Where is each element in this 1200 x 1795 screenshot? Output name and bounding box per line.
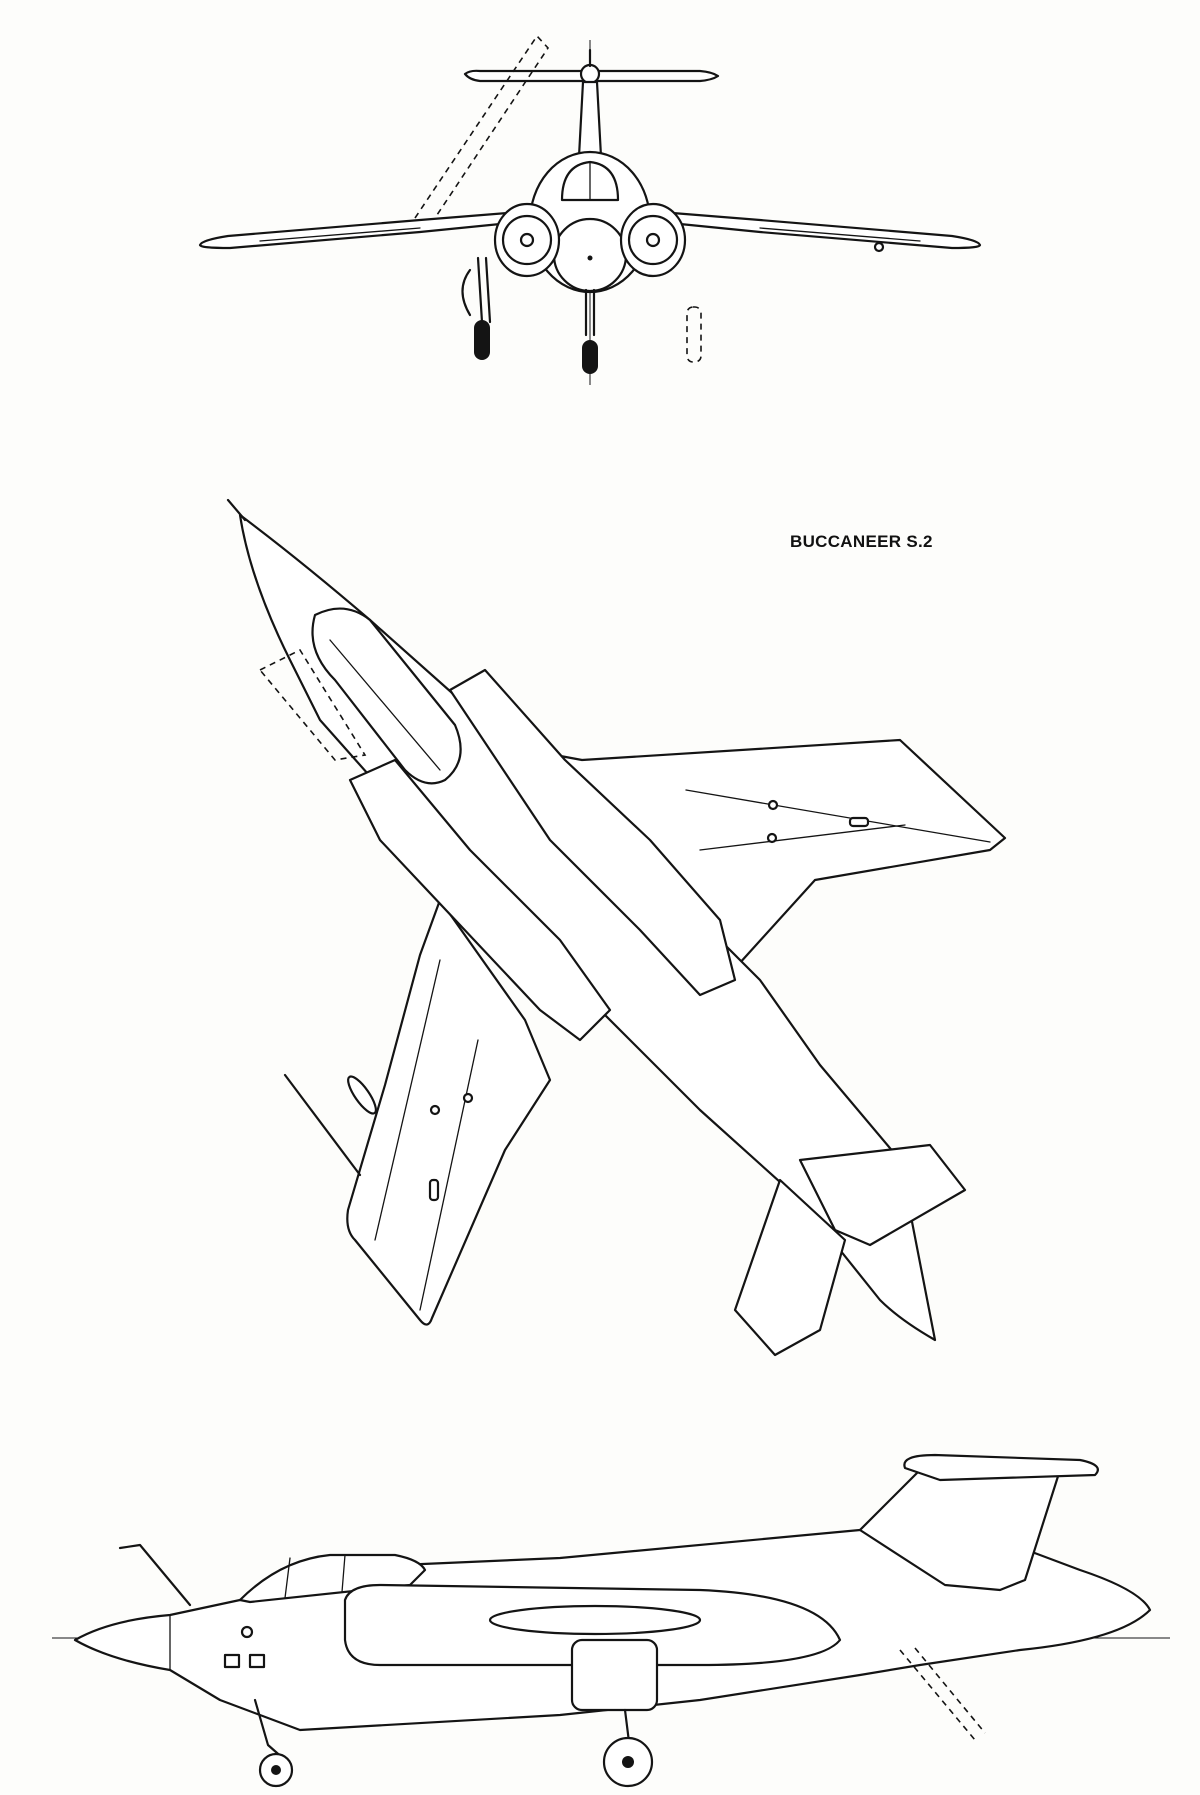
front-wing-right	[658, 210, 982, 250]
plan-view	[226, 498, 1007, 1357]
plan-canopy	[311, 607, 462, 785]
front-radome	[552, 217, 628, 293]
front-wing-left	[198, 210, 522, 250]
plan-wing-left	[346, 898, 552, 1326]
side-bomb-bay-door	[570, 1638, 659, 1712]
side-refuel-probe	[118, 1543, 192, 1607]
plan-tailplane-right	[798, 1143, 967, 1247]
arrestor-hook-outline	[899, 1647, 986, 1741]
front-view	[198, 34, 982, 385]
side-tailplane	[903, 1453, 1099, 1482]
side-main-gear	[602, 1708, 654, 1788]
front-nose-gear	[582, 288, 598, 374]
plan-nacelle-right	[448, 668, 737, 997]
front-main-gear	[461, 256, 492, 360]
plan-tailplane-left	[733, 1178, 847, 1357]
engine-nacelle-left	[493, 202, 561, 278]
plan-folded-wing-outline	[258, 648, 367, 761]
bay-door-outline	[686, 306, 702, 363]
side-nose-gear	[253, 1698, 294, 1788]
folded-wing-outline	[414, 34, 550, 219]
drawing-title: BUCCANEER S.2	[790, 532, 933, 551]
side-wing-root-fairing	[488, 1604, 702, 1636]
engine-nacelle-right	[619, 202, 687, 278]
plan-nacelle-left	[348, 758, 612, 1042]
side-view	[52, 1453, 1170, 1788]
tail-bullet	[579, 63, 601, 85]
